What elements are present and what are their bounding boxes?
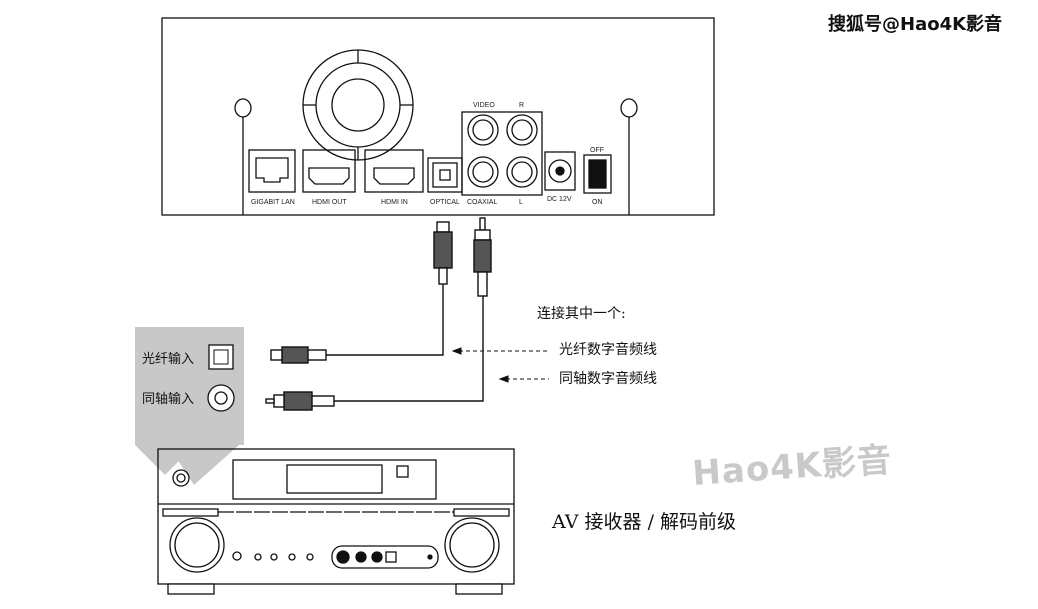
note-optical-cable: 光纤数字音频线 <box>559 342 657 358</box>
r-jack <box>506 114 538 146</box>
optical-input-label: 光纤输入 <box>142 351 194 367</box>
watermark-top: 搜狐号@Hao4K影音 <box>828 14 1003 35</box>
coaxial-jack <box>467 156 499 188</box>
label-lan: GIGABIT LAN <box>251 199 295 206</box>
optical-port-icon <box>432 162 458 188</box>
lan-port-icon <box>255 157 289 183</box>
video-jack <box>467 114 499 146</box>
label-hdmi-out: HDMI OUT <box>312 199 347 206</box>
label-on: ON <box>592 199 603 206</box>
port-labels: GIGABIT LAN HDMI OUT HDMI IN OPTICAL COA… <box>251 102 604 206</box>
lan-port-panel <box>248 149 296 193</box>
label-optical: OPTICAL <box>430 199 460 206</box>
l-jack <box>506 156 538 188</box>
label-dc: DC 12V <box>547 196 572 203</box>
note-coax-cable: 同轴数字音频线 <box>559 371 657 387</box>
hdmi-in-panel <box>364 149 424 193</box>
front-input-panel <box>331 545 439 569</box>
hdmi-out-panel <box>302 149 356 193</box>
receiver-input-callout: 光纤输入 同轴输入 <box>135 327 244 485</box>
dc-port-panel <box>544 151 576 191</box>
label-video: VIDEO <box>473 102 495 109</box>
label-l: L <box>519 199 523 206</box>
receiver-label: AV 接收器 / 解码前级 <box>552 511 737 533</box>
media-player-back-panel <box>161 17 715 216</box>
label-off: OFF <box>590 147 604 154</box>
label-hdmi-in: HDMI IN <box>381 199 408 206</box>
label-r: R <box>519 102 524 109</box>
callout-arrows <box>451 347 549 383</box>
screw-hole-left <box>234 98 252 118</box>
screw-hole-right <box>620 98 638 118</box>
coaxial-cable <box>265 217 492 411</box>
fan-icon <box>302 49 414 161</box>
av-receiver <box>157 448 515 595</box>
optical-cable <box>270 221 453 364</box>
hdmi-out-icon <box>308 167 350 185</box>
label-coaxial: COAXIAL <box>467 199 497 206</box>
power-switch <box>583 154 612 194</box>
note-connect-one: 连接其中一个: <box>537 306 626 322</box>
power-button <box>172 469 190 487</box>
receiver-body <box>157 448 515 585</box>
player-body <box>161 17 715 216</box>
dc-jack-icon <box>548 159 572 183</box>
left-knob <box>169 517 225 573</box>
coax-input-label: 同轴输入 <box>142 391 194 407</box>
receiver-display <box>232 459 437 500</box>
rca-block <box>461 111 543 196</box>
right-knob <box>444 517 500 573</box>
hdmi-in-icon <box>373 167 415 185</box>
